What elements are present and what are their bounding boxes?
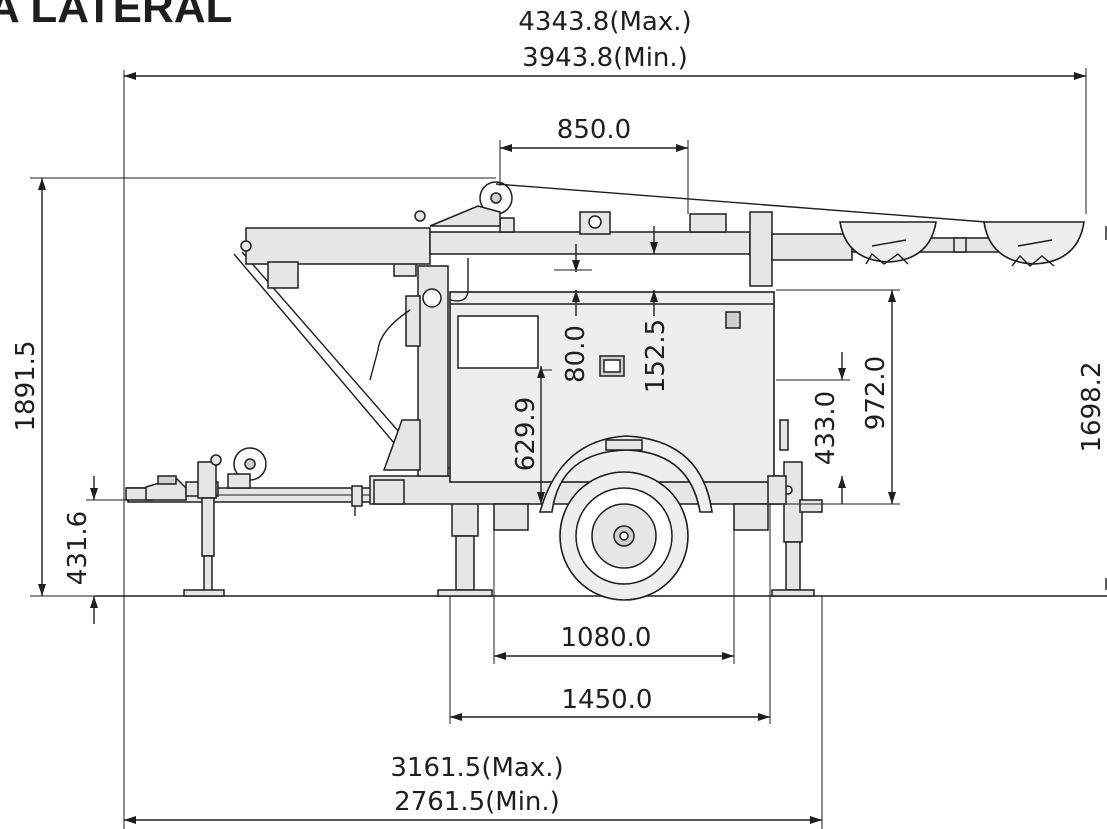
fender [538,435,713,513]
mast-width-label: 850.0 [557,115,631,145]
page-title: A LATERAL [0,0,232,32]
step-box-rear [733,503,769,531]
outer-track-label: 1450.0 [562,685,653,715]
control-panel-window [457,315,539,369]
total-height-label: 1891.5 [11,341,41,432]
overall-length-max-label: 4343.8(Max.) [518,7,691,37]
side-height-label: 629.9 [511,397,541,471]
front-jack-and-winch [183,447,267,597]
right-height-label: 1698.2 [1077,362,1107,453]
mast-column [369,210,469,477]
dimension-labels: 4343.8(Max.) 3943.8(Min.) 850.0 1891.5 1… [11,7,1107,817]
body-height-label: 972.0 [861,356,891,430]
step-box-front [493,503,529,531]
boom-winch [429,181,513,227]
lock-icon [725,311,741,329]
base-length-max-label: 3161.5(Max.) [390,753,563,783]
boom-cable [495,183,987,223]
gap-80-label: 80.0 [561,325,591,383]
dimension-lines [30,68,1107,829]
rear-leg [771,461,823,597]
hitch-height-label: 431.6 [63,511,93,585]
base-length-min-label: 2761.5(Min.) [394,787,560,817]
lower-body-label: 433.0 [811,391,841,465]
light-tower-machine [95,181,1107,601]
gap-152-label: 152.5 [641,319,671,393]
floodlight-pair [839,221,1085,267]
support-strut [233,253,401,451]
light-boom [240,211,853,289]
inner-track-label: 1080.0 [561,623,652,653]
road-wheel [559,471,689,601]
overall-length-min-label: 3943.8(Min.) [522,43,688,73]
